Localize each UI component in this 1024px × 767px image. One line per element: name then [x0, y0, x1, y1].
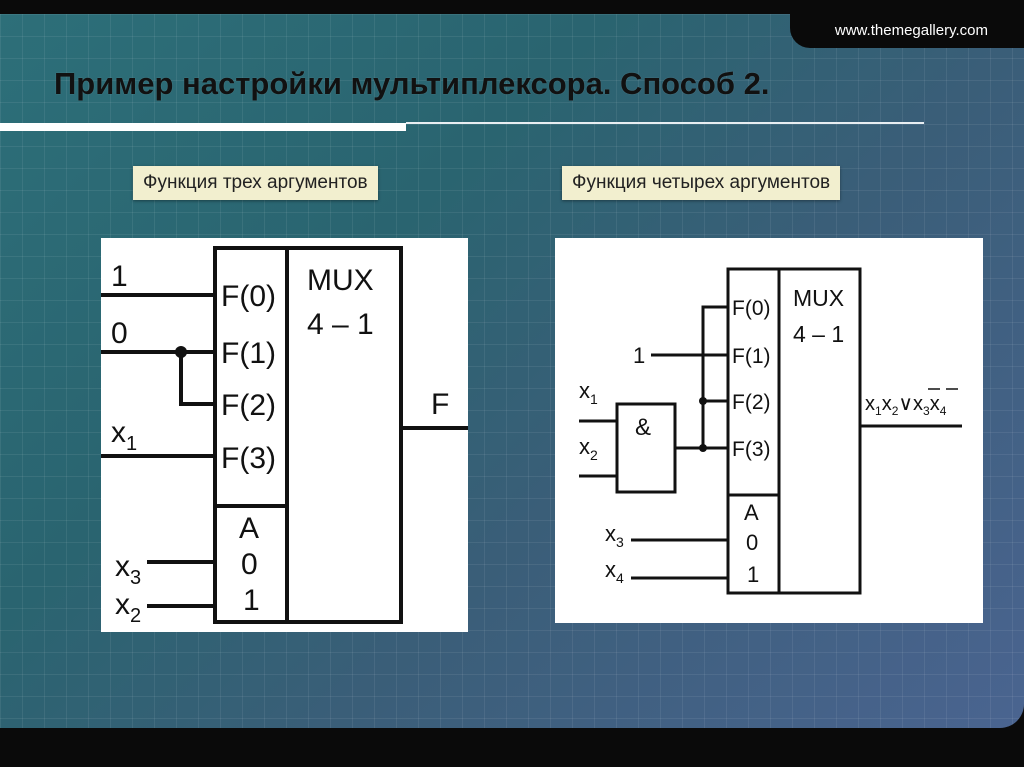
pin-f2: F(2) [732, 391, 771, 414]
and-gate-label: & [635, 414, 651, 441]
junction-dot [699, 397, 707, 405]
input-x3: x3 [115, 550, 141, 589]
input-zero: 0 [111, 317, 128, 350]
input-x2: x2 [115, 588, 141, 627]
header-tab [790, 14, 1024, 48]
addr-1: 1 [243, 584, 260, 617]
input-x1: x1 [579, 378, 598, 407]
input-x4: x4 [605, 557, 624, 586]
slide-title: Пример настройки мультиплексора. Способ … [54, 66, 770, 101]
input-x2: x2 [579, 434, 598, 463]
junction-dot [175, 346, 187, 358]
pin-f3: F(3) [221, 442, 276, 475]
mux-ratio: 4 – 1 [793, 321, 844, 347]
pin-f3: F(3) [732, 438, 771, 461]
addr-1: 1 [747, 562, 759, 587]
caption-four-args: Функция четырех аргументов [562, 166, 841, 200]
output-f: F [431, 388, 449, 421]
pin-f2: F(2) [221, 389, 276, 422]
output-expression: x1x2∨x3x4 [865, 393, 947, 418]
input-one: 1 [111, 260, 128, 293]
input-x3: x3 [605, 521, 624, 550]
mux-diagram-three-args: 1 0 x1 x3 x2 F(0) F(1) F(2) F(3) MUX 4 –… [101, 238, 468, 632]
mux-ratio: 4 – 1 [307, 308, 374, 341]
pin-f1: F(1) [732, 345, 771, 368]
mux-label: MUX [307, 264, 374, 297]
pin-f0: F(0) [732, 297, 771, 320]
mux-label: MUX [793, 285, 844, 311]
addr-a: A [744, 500, 759, 525]
caption-three-args: Функция трех аргументов [133, 166, 378, 200]
pin-f0: F(0) [221, 280, 276, 313]
title-rule [406, 122, 924, 124]
addr-0: 0 [746, 530, 758, 555]
input-one: 1 [633, 343, 645, 368]
junction-dot [699, 444, 707, 452]
mux-diagram-four-args: 1 x1 x2 & x3 x4 F(0) F(1) F(2) F(3) MUX … [555, 238, 983, 623]
pin-f1: F(1) [221, 337, 276, 370]
title-underline [0, 123, 406, 131]
addr-0: 0 [241, 548, 258, 581]
input-x1: x1 [111, 416, 137, 455]
addr-a: A [239, 512, 259, 545]
site-url[interactable]: www.themegallery.com [834, 22, 988, 39]
